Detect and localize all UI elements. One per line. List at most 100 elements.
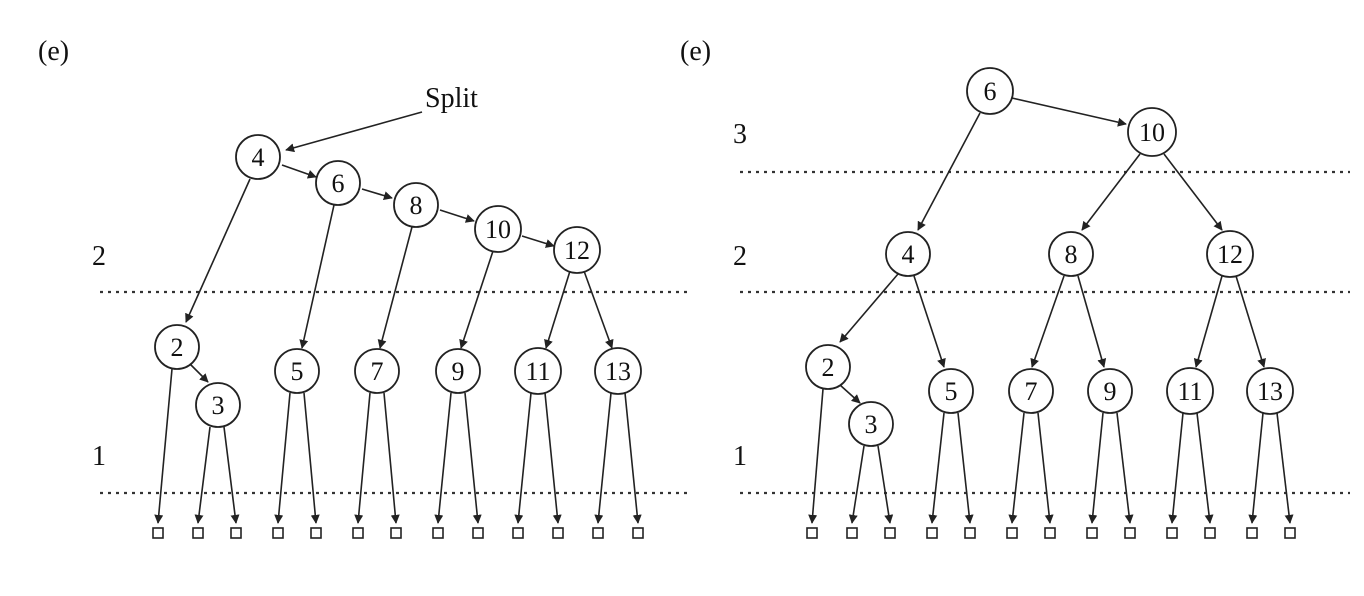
leaf-node xyxy=(352,527,364,539)
split-arrow xyxy=(285,111,423,153)
node-label: 13 xyxy=(605,357,631,386)
left-panel: (e) Split 2 1 xyxy=(38,36,688,539)
node-label: 4 xyxy=(902,240,915,269)
leaf-node xyxy=(1166,527,1178,539)
edge xyxy=(189,363,209,383)
leaf-node xyxy=(1006,527,1018,539)
leaf-node xyxy=(806,527,818,539)
right-panel: (e) 3 2 1 6 xyxy=(680,36,1350,539)
edge xyxy=(459,250,494,349)
node-label: 9 xyxy=(452,357,465,386)
edge xyxy=(521,235,555,248)
leaf-node xyxy=(1204,527,1216,539)
tree-node: 10 xyxy=(1127,107,1177,157)
edge xyxy=(361,188,393,200)
edge xyxy=(957,412,974,524)
edge xyxy=(1163,153,1223,231)
edge xyxy=(354,392,371,524)
leaf-node xyxy=(432,527,444,539)
leaf-node xyxy=(632,527,644,539)
edge xyxy=(808,388,824,524)
tree-node: 10 xyxy=(474,205,522,253)
node-label: 8 xyxy=(410,191,423,220)
tree-node: 4 xyxy=(235,134,281,180)
edge xyxy=(877,445,894,524)
edge xyxy=(913,275,946,368)
edge xyxy=(439,209,475,223)
leaf-node xyxy=(472,527,484,539)
edge xyxy=(839,273,899,343)
edge xyxy=(928,412,945,524)
tree-node: 12 xyxy=(553,226,601,274)
edge xyxy=(544,392,562,524)
left-level-label-1: 1 xyxy=(92,441,106,472)
leaf-node xyxy=(846,527,858,539)
leaf-node xyxy=(230,527,242,539)
edge xyxy=(1037,412,1054,524)
right-level-label-1: 1 xyxy=(733,441,747,472)
node-label: 10 xyxy=(1139,118,1165,147)
node-label: 5 xyxy=(291,357,304,386)
edge xyxy=(1276,412,1294,524)
edge xyxy=(274,392,291,524)
tree-node: 6 xyxy=(315,160,361,206)
edge xyxy=(299,204,335,349)
edge xyxy=(185,178,251,323)
node-label: 4 xyxy=(252,143,265,172)
edge xyxy=(1081,153,1141,231)
node-label: 11 xyxy=(525,357,550,386)
tree-node: 3 xyxy=(195,382,241,428)
edge xyxy=(1193,275,1223,368)
tree-node: 9 xyxy=(1087,368,1133,414)
node-label: 3 xyxy=(865,410,878,439)
tree-node: 2 xyxy=(154,324,200,370)
split-annotation: Split xyxy=(425,83,478,114)
right-level-label-2: 2 xyxy=(733,241,747,272)
leaf-node xyxy=(552,527,564,539)
tree-node: 13 xyxy=(1246,367,1294,415)
node-label: 6 xyxy=(984,77,997,106)
edge xyxy=(154,368,173,524)
edge xyxy=(624,392,642,524)
node-label: 2 xyxy=(822,353,835,382)
leaf-node xyxy=(1246,527,1258,539)
leaf-node xyxy=(926,527,938,539)
tree-node: 3 xyxy=(848,401,894,447)
tree-node: 13 xyxy=(594,347,642,395)
node-label: 3 xyxy=(212,391,225,420)
tree-node: 8 xyxy=(1048,231,1094,277)
leaf-node xyxy=(1124,527,1136,539)
tree-node: 4 xyxy=(885,231,931,277)
leaf-node xyxy=(1086,527,1098,539)
edge xyxy=(1077,275,1107,368)
leaf-node xyxy=(884,527,896,539)
edge xyxy=(223,426,240,524)
edge xyxy=(848,445,865,524)
edge xyxy=(839,384,861,404)
edge xyxy=(514,392,532,524)
edge xyxy=(1168,412,1184,524)
tree-node: 5 xyxy=(928,368,974,414)
node-label: 9 xyxy=(1104,377,1117,406)
edge xyxy=(594,392,612,524)
edge xyxy=(544,270,571,349)
left-panel-label: (e) xyxy=(38,36,69,67)
leaf-node xyxy=(512,527,524,539)
edge xyxy=(1248,412,1264,524)
leaf-node xyxy=(1284,527,1296,539)
edge xyxy=(377,226,413,349)
leaf-node xyxy=(152,527,164,539)
right-panel-label: (e) xyxy=(680,36,711,67)
edge xyxy=(1235,275,1266,368)
leaf-node xyxy=(310,527,322,539)
node-label: 6 xyxy=(332,169,345,198)
tree-node: 9 xyxy=(435,348,481,394)
left-level-label-2: 2 xyxy=(92,241,106,272)
leaf-node xyxy=(192,527,204,539)
node-label: 7 xyxy=(1025,377,1038,406)
tree-node: 12 xyxy=(1206,230,1254,278)
tree-node: 11 xyxy=(514,347,562,395)
tree-node: 2 xyxy=(805,344,851,390)
right-level-label-3: 3 xyxy=(733,119,747,150)
leaf-node xyxy=(390,527,402,539)
